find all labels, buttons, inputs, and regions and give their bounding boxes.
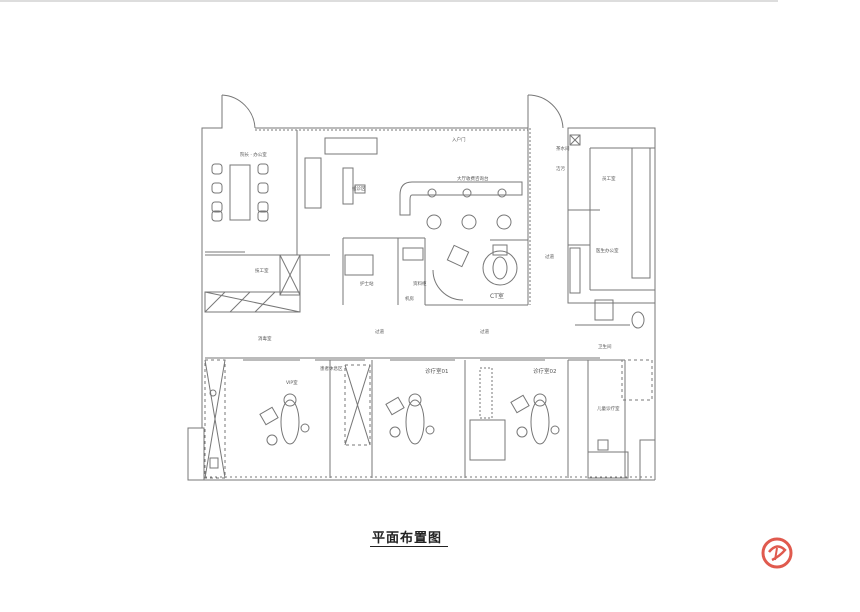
label-ct: CT室 (490, 292, 504, 300)
label-entrance: 入户门 (452, 136, 466, 143)
title-underline (370, 546, 448, 547)
right-service-block (567, 127, 656, 304)
label-lab: 技工室 (255, 267, 269, 274)
meeting-table (229, 164, 251, 221)
corner-column-bl (187, 427, 205, 481)
label-patient-area: 患者休息区 (320, 365, 343, 372)
label-treatment-2: 诊疗室02 (533, 367, 557, 375)
label-toilet-area: 卫生间 (598, 343, 612, 350)
sofa-top (324, 137, 378, 155)
dental-chair-2 (385, 393, 435, 445)
label-waiting: 候诊区 (352, 185, 366, 192)
label-treatment-1: 诊疗室01 (425, 367, 449, 375)
label-child-room: 儿童诊疗室 (597, 405, 620, 412)
drawing-title: 平面布置图 (372, 531, 443, 546)
reception-desk (399, 181, 523, 216)
meeting-chairs (211, 163, 269, 222)
sofa-left (304, 157, 322, 209)
outer-wall (187, 95, 223, 481)
dental-chair-3 (510, 393, 560, 445)
reception-chairs (426, 214, 512, 230)
dental-chair-1 (259, 393, 310, 446)
label-disinfection: 消毒室 (258, 335, 272, 342)
label-lobby-room: 医生办公室 (596, 247, 619, 254)
label-tea: 茶水间 (556, 145, 570, 152)
cabinet-row (204, 291, 301, 313)
label-machine: 机房 (405, 295, 414, 302)
label-corridor-mid: 过道 (480, 328, 489, 335)
red-circle-brush-logo-icon (761, 537, 793, 569)
label-staff: 员工室 (602, 175, 616, 182)
label-clean: 洁污 (556, 165, 565, 172)
label-nurse: 护士站 (360, 280, 374, 287)
label-office: 院长 · 办公室 (240, 151, 267, 158)
door-arc-left (221, 94, 256, 129)
label-reception: 大厅收费咨询台 (457, 175, 489, 182)
ct-machine (446, 244, 518, 286)
door-arc-right (527, 94, 564, 129)
label-corridor-right: 过道 (545, 253, 554, 260)
coffee-table (342, 167, 354, 205)
label-vip: VIP室 (286, 379, 298, 386)
label-corridor-left: 过道 (375, 328, 384, 335)
label-storage: 资料柜 (413, 280, 427, 287)
